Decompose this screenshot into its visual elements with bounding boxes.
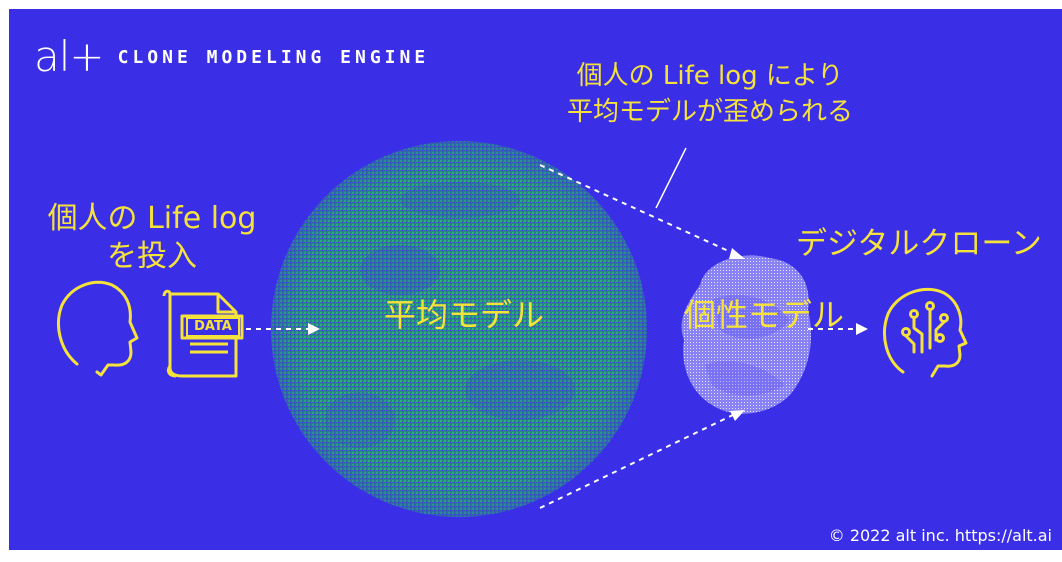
frame-top bbox=[0, 0, 1062, 9]
frame-left bbox=[0, 0, 9, 562]
logo-title: CLONE MODELING ENGINE bbox=[117, 46, 430, 68]
copyright: © 2022 alt inc. https://alt.ai bbox=[828, 526, 1052, 545]
digital-clone-label: デジタルクローン bbox=[796, 226, 1042, 262]
average-model-sphere bbox=[271, 141, 647, 517]
logo-mark: al+ bbox=[34, 32, 105, 81]
head-outline-icon bbox=[57, 280, 139, 377]
input-caption-line2: を投入 bbox=[107, 239, 197, 274]
input-caption: 個人の Life log を投入 bbox=[22, 200, 282, 276]
distortion-arrowheads bbox=[729, 248, 745, 421]
input-caption-line1: 個人の Life log bbox=[47, 201, 257, 236]
individual-model-blob bbox=[681, 255, 811, 414]
distortion-caption-line2: 平均モデルが歪められる bbox=[566, 97, 853, 127]
ai-brain-head-icon bbox=[883, 287, 968, 378]
individual-model-label: 個性モデル bbox=[684, 296, 845, 334]
document-scroll-icon bbox=[162, 289, 244, 378]
distortion-caption: 個人の Life log により 平均モデルが歪められる bbox=[560, 58, 860, 130]
average-model-label: 平均モデル bbox=[384, 296, 545, 334]
output-arrow bbox=[808, 323, 868, 335]
distortion-caption-line1: 個人の Life log により bbox=[576, 61, 844, 91]
distortion-arrows bbox=[539, 164, 736, 509]
caption-pointer-line bbox=[655, 147, 687, 209]
frame-bottom bbox=[0, 550, 1062, 562]
input-arrow bbox=[246, 323, 320, 335]
data-label: DATA bbox=[186, 317, 240, 337]
logo: al+ CLONE MODELING ENGINE bbox=[34, 36, 429, 78]
